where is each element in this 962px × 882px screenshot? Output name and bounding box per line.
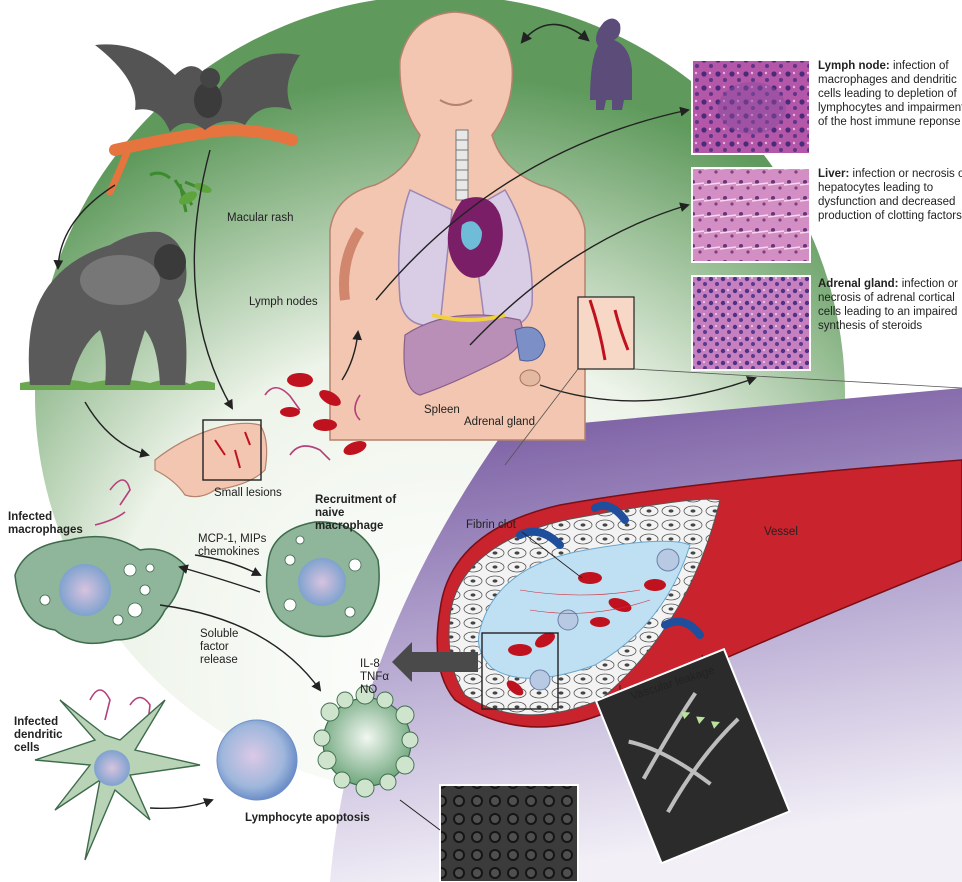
infected-dendritic-label: Infected dendritic cells <box>14 716 63 754</box>
em-micrograph-tilted <box>594 647 791 865</box>
soluble-factor-label: Soluble factor release <box>200 628 239 666</box>
liver-micrograph <box>691 167 811 263</box>
hand-illustration <box>154 419 268 498</box>
chemokine-arrow-right <box>194 554 262 576</box>
blood-vessel-illustration <box>436 459 962 728</box>
liver-title: Liver: <box>818 168 850 180</box>
small-lesions-label: Small lesions <box>214 487 282 499</box>
lymphocyte-apoptosis-label: Lymphocyte apoptosis <box>245 812 370 824</box>
macular-rash-label: Macular rash <box>227 212 294 224</box>
lymph-node-arrow <box>375 106 690 301</box>
liver-text: infection or necrosis of hepatocytes lea… <box>818 168 962 222</box>
em-micrograph-bottom <box>439 784 579 882</box>
bat-to-gorilla-arrow <box>53 184 116 270</box>
liver-description: Liver: infection or necrosis of hepatocy… <box>818 167 962 223</box>
adrenal-micrograph <box>691 275 811 371</box>
adrenal-description: Adrenal gland: infection or necrosis of … <box>818 277 962 333</box>
lymph-node-title: Lymph node: <box>818 60 890 72</box>
soluble-factor-arrow <box>159 604 322 692</box>
chemokines-label: MCP-1, MIPs chemokines <box>198 533 267 558</box>
human-silhouette-icon <box>590 18 632 111</box>
blood-cells-cluster <box>280 373 367 455</box>
adrenal-text: infection or necrosis of adrenal cortica… <box>818 278 958 332</box>
cytokine-release-arrow <box>392 642 478 682</box>
recruitment-label: Recruitment of naive macrophage <box>315 494 397 532</box>
lymph-node-description: Lymph node: infection of macrophages and… <box>818 59 962 129</box>
virus-particles <box>89 386 361 723</box>
gorilla-to-hand-arrow <box>84 401 150 458</box>
lymphocyte-cell <box>216 719 298 801</box>
naive-macrophage-cell <box>265 521 380 638</box>
infected-macrophage-cell <box>14 535 186 645</box>
bat-to-hand-arrow <box>193 149 233 410</box>
lymph-nodes-label: Lymph nodes <box>249 296 318 308</box>
blood-to-body-arrow <box>341 330 363 381</box>
bat-illustration <box>95 44 300 213</box>
vessel-label: Vessel <box>764 526 798 538</box>
gorilla-illustration <box>20 231 215 390</box>
human-body-illustration <box>329 11 586 441</box>
lymph-node-text: infection of macrophages and dendritic c… <box>818 60 962 128</box>
dendritic-nucleus <box>94 750 130 786</box>
adrenal-arrow <box>539 376 757 402</box>
dendritic-to-lymphocyte-arrow <box>149 798 214 810</box>
adrenal-gland-label: Adrenal gland <box>464 416 535 428</box>
bat-to-human-arrow <box>520 23 590 44</box>
apoptotic-cell <box>313 685 419 798</box>
fibrin-clot-label: Fibrin clot <box>466 519 517 531</box>
cytokines-label: IL-8 TNFα NO <box>360 658 390 696</box>
liver-arrow <box>469 202 690 346</box>
infected-macrophages-label: Infected macrophages <box>8 511 83 536</box>
skin-vessel-inset <box>577 296 635 370</box>
spleen-label: Spleen <box>424 404 460 416</box>
adrenal-title: Adrenal gland: <box>818 278 899 290</box>
chemokine-arrow-left <box>178 564 261 593</box>
